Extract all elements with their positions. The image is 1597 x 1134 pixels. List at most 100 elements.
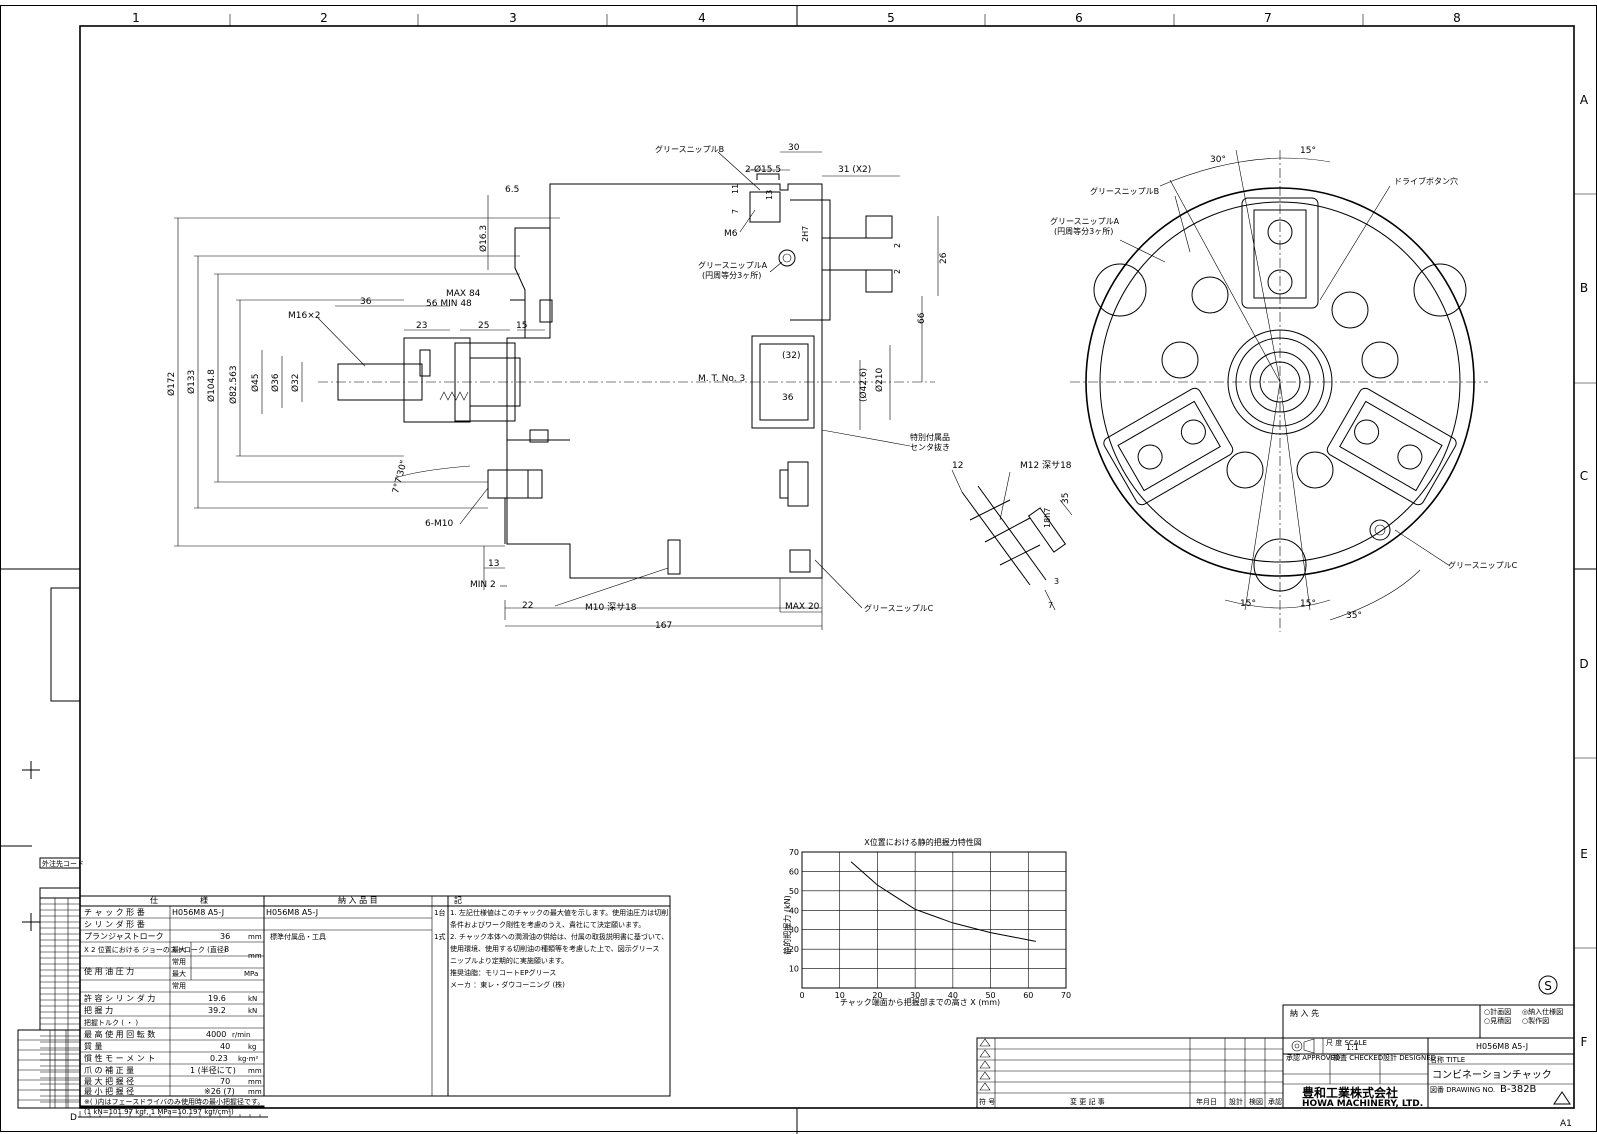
spec-row-value: 36 (220, 932, 230, 941)
dim-label: M16×2 (288, 311, 320, 321)
chart-ytick-label: 10 (789, 965, 799, 974)
delivery-qty: 1台 (434, 908, 445, 917)
side-view: Ø172 Ø133 Ø104.8 Ø82.563 Ø45 Ø36 Ø32 Ø16… (166, 173, 935, 631)
spec-header: 記 (454, 895, 462, 905)
spec-header: 納 入 品 目 (338, 895, 378, 905)
chart-ytick-label: 50 (789, 887, 799, 896)
chart-frame (801, 851, 1067, 989)
col-label: 7 (1264, 11, 1272, 25)
spec-row-unit: r/min (232, 1031, 250, 1039)
spec-row-value: 39.2 (208, 1006, 226, 1015)
spec-row-value: 40 (220, 1042, 230, 1051)
dim-label: 26 (939, 252, 949, 264)
spec-row-label: チ ャ ッ ク 形 番 (84, 907, 145, 917)
row-label: B (1580, 281, 1588, 295)
revision-triangle (1553, 1091, 1571, 1105)
s-mark: S (1544, 979, 1552, 993)
dim-label: 22 (522, 601, 533, 611)
spec-row-label: 質 量 (84, 1041, 103, 1051)
spec-row-label: 把握トルク ( ・ ) (84, 1018, 138, 1027)
spec-row-label: 最 小 把 握 径 (84, 1086, 134, 1096)
angle-label: 15° (1300, 599, 1316, 609)
dim-label: Ø172 (166, 372, 177, 396)
callout-label: グリースニップルB (1090, 186, 1159, 196)
dim-label: 35 (1061, 493, 1071, 504)
dim-label: (Ø42.6) (858, 368, 869, 402)
callout-label: (円周等分3ヶ所) (702, 270, 761, 280)
chart-xtick-label: 70 (1061, 991, 1071, 1000)
spec-row-unit: mm (248, 1088, 262, 1096)
spec-row-value: 19.6 (208, 994, 226, 1003)
dim-label: MAX 20 (785, 602, 820, 612)
checked-label: 検査 CHECKED (1333, 1053, 1383, 1062)
projection-symbol (1291, 1038, 1315, 1054)
remark-line: 2. チャック本体への潤滑油の供給は、付属の取扱説明書に基づいて、 (450, 932, 668, 941)
spec-row-value: 1 (半径にて) (190, 1065, 236, 1075)
angle-label: 15° (1300, 146, 1316, 156)
dim-label: 30 (788, 143, 800, 153)
dim-label: Ø45 (250, 373, 261, 392)
chart-ytick-label: 40 (789, 906, 799, 915)
spec-row-unit: mm (248, 952, 262, 960)
dim-label: 6.5 (505, 185, 519, 195)
dim-label: 25 (478, 321, 489, 331)
status-option: ○製作図 (1522, 1016, 1549, 1025)
spec-row-unit: kg·m² (238, 1055, 259, 1063)
col-label: 5 (887, 11, 895, 25)
remark-line: ニップルより定期的に実施願います。 (450, 956, 568, 965)
delivery-item: H056M8 A5-J (266, 908, 318, 917)
chart-xtick-label: 0 (799, 991, 804, 1000)
spec-header: 様 (200, 895, 208, 905)
dim-label: Ø133 (186, 370, 197, 394)
drawing-title: コンビネーションチャック (1432, 1069, 1552, 1081)
spec-row-label: 許 容 シ リ ン ダ 力 (84, 993, 155, 1003)
callout-label: グリースニップルB (655, 144, 724, 154)
status-option: ○計画図 (1484, 1007, 1511, 1016)
chart-xlabel: チャック端面から把握部までの高さ X (mm) (840, 997, 1000, 1007)
dim-label: M10 深サ18 (585, 602, 637, 613)
detail-view: 12 M12 深サ18 35 18h7 3 7 (951, 460, 1073, 611)
row-markers: A B C D E F D A1 (70, 93, 1597, 1129)
dim-label: Ø32 (290, 373, 301, 392)
remark-line: 推奨油脂：モリコートEPグリース (450, 968, 556, 977)
col-label: 1 (132, 11, 140, 25)
chart-xtick-label: 60 (1023, 991, 1033, 1000)
model-number: H056M8 A5-J (1476, 1042, 1528, 1051)
drawing-no-label: 図番 DRAWING NO. (1430, 1086, 1495, 1094)
dim-label: MIN 2 (470, 580, 496, 590)
spec-row-value: H056M8 A5-J (172, 908, 224, 917)
gripping-force-chart: X位置における静的把握力特性図 静的把握力 (kN) チャック端面から把握部まで… (782, 837, 1071, 1007)
spec-row-label: 最 大 把 握 径 (84, 1076, 134, 1086)
dim-label: 11 (731, 184, 740, 194)
row-label: A (1580, 93, 1589, 107)
dim-label: 23 (416, 321, 427, 331)
company-name: 豊和工業株式会社 (1302, 1085, 1398, 1100)
remark-line: 使用環境、使用する切削油の種類等を考慮した上で、図示グリース (450, 944, 659, 953)
spec-sub-label: 常用 (172, 957, 186, 966)
row-label: F (1581, 1035, 1588, 1049)
remark-line: 条件およびワーク剛性を考慮のうえ、貴社にて決定願います。 (450, 920, 645, 929)
rev-footer: 年月日 (1196, 1097, 1217, 1106)
spec-row-label: 使 用 油 圧 力 (84, 966, 134, 976)
dim-label: 13 (488, 559, 499, 569)
spec-row-label: 最 高 使 用 回 転 数 (84, 1029, 155, 1039)
dim-label: M. T. No. 3 (698, 374, 745, 384)
remark-line: メーカ ：東レ・ダウコーニング (株) (450, 980, 565, 989)
rev-footer: 符 号 (979, 1097, 995, 1106)
rev-footer: 検図 (1249, 1097, 1263, 1106)
front-section: グリースニップルB 30 2-Ø15.5 31 (X2) 11 7 13 M6 … (655, 143, 950, 613)
title-label: 名称 TITLE (1430, 1055, 1465, 1064)
dim-label: 7 (1048, 601, 1053, 610)
col-label: 8 (1453, 11, 1461, 25)
chart-series-line (850, 861, 1036, 942)
col-label: 2 (320, 11, 328, 25)
dim-label: Ø82.563 (228, 365, 239, 404)
status-option: ○見積図 (1484, 1016, 1511, 1025)
spec-row-label: X 2 位置における ジョーのストローク (直径) (84, 945, 227, 954)
spec-row-unit: mm (248, 1067, 262, 1075)
spec-header: 仕 (150, 895, 158, 905)
dim-label: 167 (655, 621, 672, 631)
row-label: C (1580, 469, 1588, 483)
callout-label: (円周等分3ヶ所) (1054, 226, 1113, 236)
